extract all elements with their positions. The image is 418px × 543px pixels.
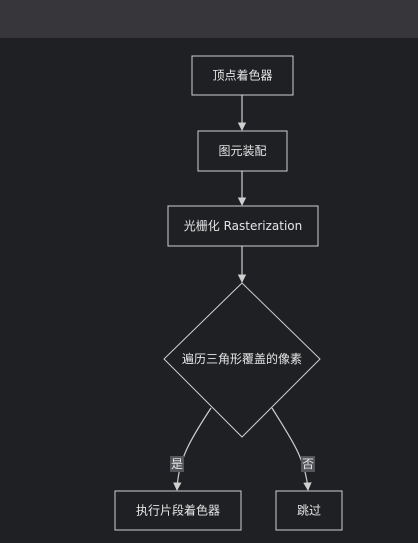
node-skip-label: 跳过 — [297, 504, 321, 518]
top-toolbar — [0, 0, 418, 38]
node-rasterization[interactable]: 光栅化 Rasterization — [167, 205, 319, 247]
edge-yes — [173, 407, 212, 491]
node-traverse-pixels[interactable]: 遍历三角形覆盖的像素 — [163, 282, 321, 438]
node-rasterization-label: 光栅化 Rasterization — [184, 218, 303, 233]
node-traverse-pixels-label: 遍历三角形覆盖的像素 — [182, 351, 302, 366]
edge-no — [271, 407, 312, 491]
edge-label-yes-text: 是 — [171, 457, 183, 471]
node-fragment-shader-label: 执行片段着色器 — [136, 503, 220, 518]
edge-label-no-text: 否 — [302, 457, 314, 471]
node-vertex-shader-label: 顶点着色器 — [212, 68, 272, 83]
node-primitive-assembly-label: 图元装配 — [218, 144, 266, 158]
node-primitive-assembly[interactable]: 图元装配 — [197, 130, 288, 172]
diagram-canvas — [0, 38, 418, 543]
node-fragment-shader[interactable]: 执行片段着色器 — [114, 490, 242, 531]
node-vertex-shader[interactable]: 顶点着色器 — [191, 55, 294, 96]
node-skip[interactable]: 跳过 — [275, 490, 343, 531]
edge-label-no: 否 — [301, 456, 315, 472]
edge-label-yes: 是 — [170, 456, 184, 472]
